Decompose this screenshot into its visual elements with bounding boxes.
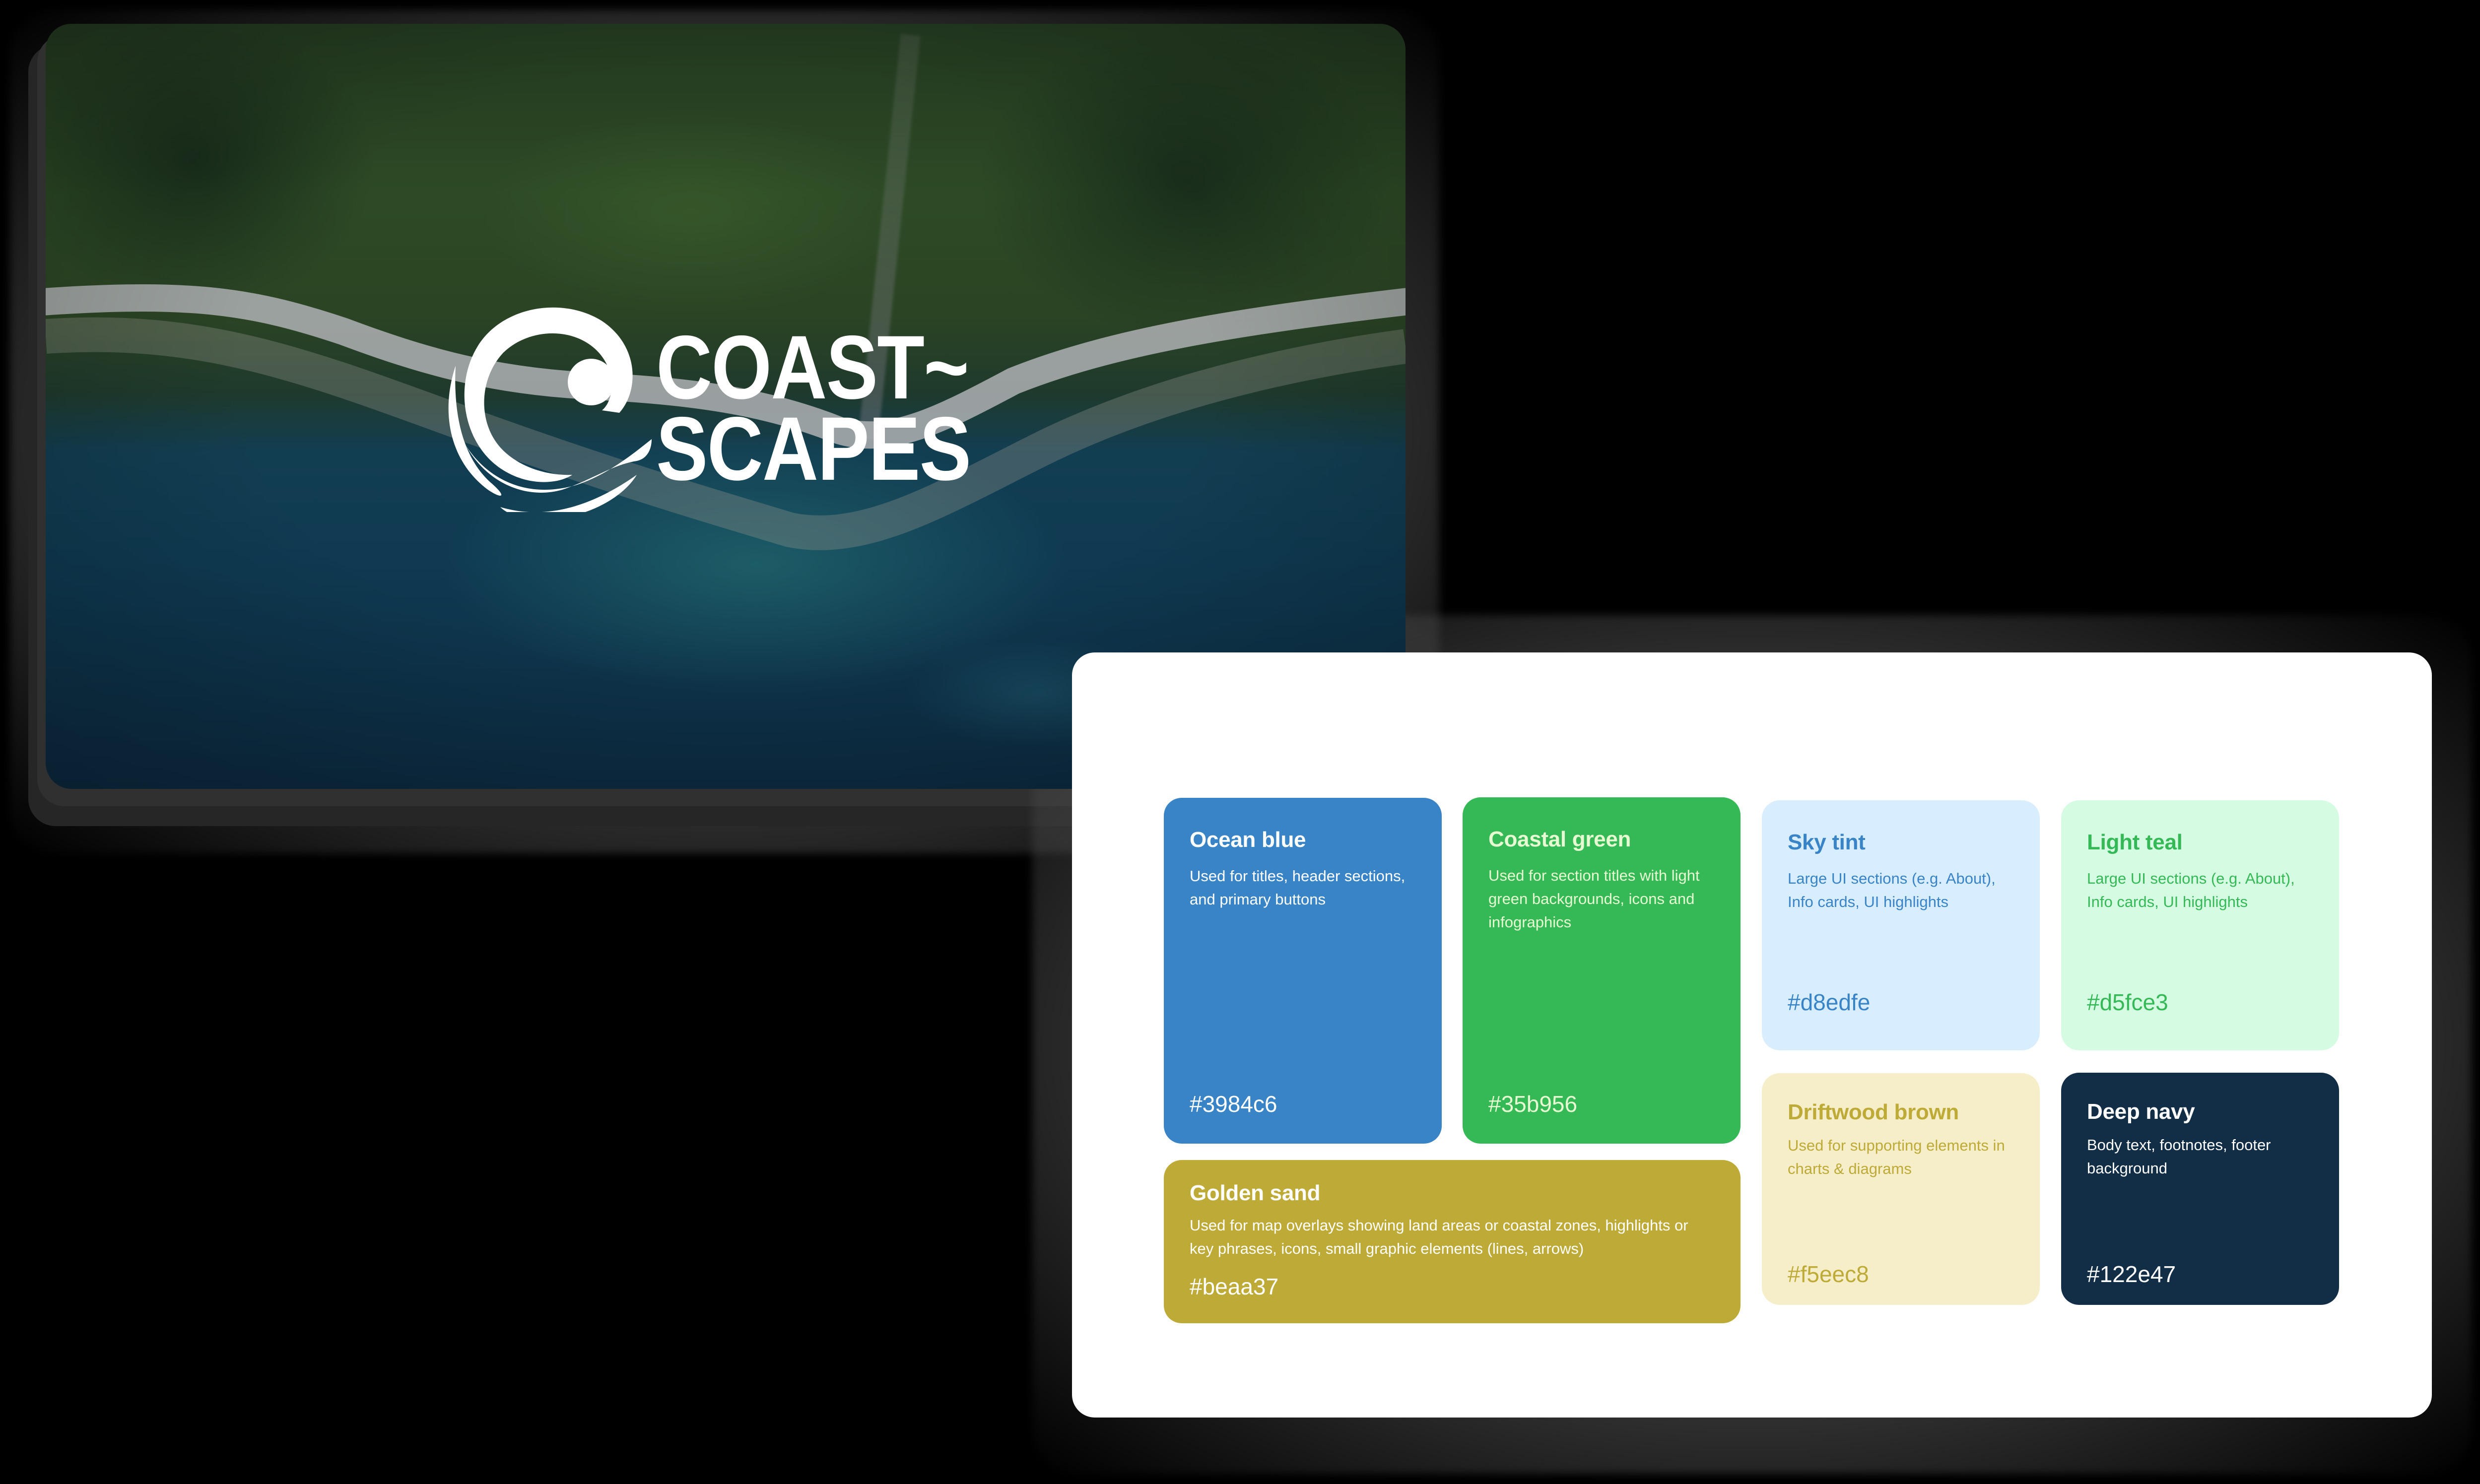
swatch-card-ocean-blue: Ocean blue Used for titles, header secti… <box>1164 798 1442 1144</box>
wave-sun-logo-icon <box>448 307 652 512</box>
swatch-card-golden-sand: Golden sand Used for map overlays showin… <box>1164 1160 1741 1323</box>
swatch-hex: #35b956 <box>1488 1091 1578 1117</box>
swatch-hex: #d8edfe <box>1788 989 1871 1015</box>
swatch-card-coastal-green: Coastal green Used for section titles wi… <box>1463 797 1741 1144</box>
swatch-description: Used for map overlays showing land areas… <box>1190 1217 1688 1257</box>
swatch-description: Body text, footnotes, footer background <box>2087 1136 2271 1177</box>
swatch-hex: #3984c6 <box>1190 1091 1277 1117</box>
coastal-road <box>46 284 1406 550</box>
swatch-card-light-teal: Light teal Large UI sections (e.g. About… <box>2061 800 2339 1050</box>
swatch-card-sky-tint: Sky tint Large UI sections (e.g. About),… <box>1762 800 2040 1050</box>
swatch-name: Deep navy <box>2087 1099 2195 1124</box>
swatch-name: Ocean blue <box>1190 828 1306 852</box>
swatch-name: Coastal green <box>1488 827 1631 851</box>
swatch-description: Used for section titles with light green… <box>1488 867 1700 931</box>
wordmark-line-1: COAST~ <box>656 317 969 418</box>
swatch-hex: #beaa37 <box>1190 1274 1279 1299</box>
swatch-description: Used for titles, header sections, and pr… <box>1190 867 1406 908</box>
swatch-hex: #f5eec8 <box>1788 1261 1869 1287</box>
swatch-name: Golden sand <box>1190 1181 1321 1205</box>
swatch-description: Large UI sections (e.g. About), Info car… <box>2087 870 2295 910</box>
swatch-hex: #122e47 <box>2087 1261 2176 1287</box>
swatch-name: Driftwood brown <box>1788 1100 1959 1124</box>
swatch-description: Used for supporting elements in charts &… <box>1788 1137 2005 1177</box>
swatch-card-driftwood-brown: Driftwood brown Used for supporting elem… <box>1762 1073 2040 1305</box>
swatch-description: Large UI sections (e.g. About), Info car… <box>1788 870 1996 910</box>
brand-wordmark: COAST~ SCAPES <box>656 317 971 499</box>
swatch-name: Sky tint <box>1788 830 1866 854</box>
swatch-card-deep-navy: Deep navy Body text, footnotes, footer b… <box>2061 1073 2339 1305</box>
swatch-name: Light teal <box>2087 830 2183 854</box>
swatch-hex: #d5fce3 <box>2087 989 2168 1015</box>
wordmark-line-2: SCAPES <box>656 398 971 499</box>
